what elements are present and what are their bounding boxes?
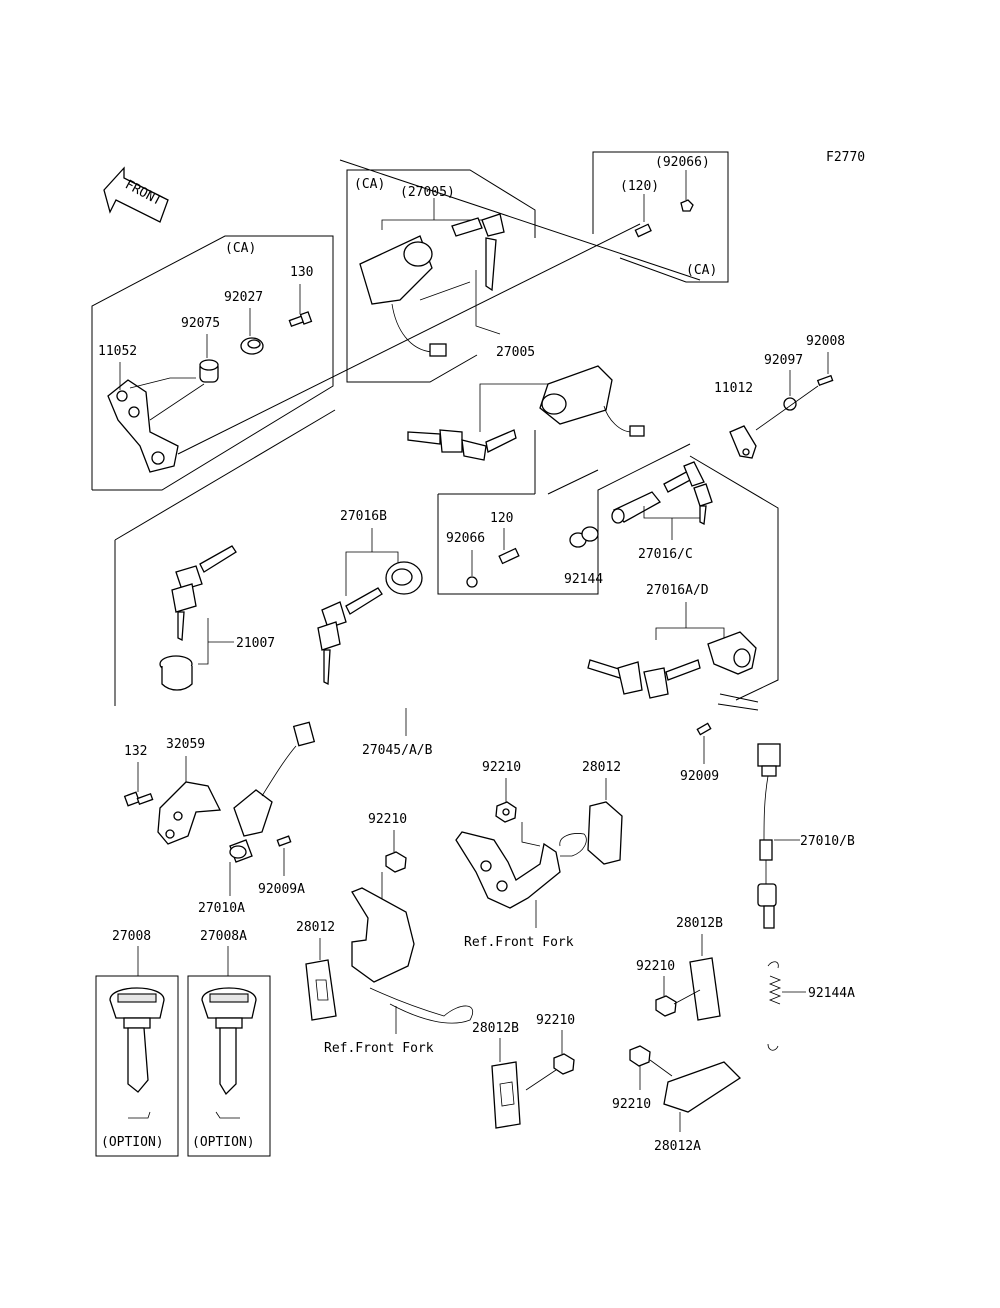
key-pair-seat-icon [407,429,517,461]
nut-92210-b-icon [385,851,407,873]
spring-92144-icon [569,526,599,548]
label-27016ad: 27016A/D [646,583,709,598]
label-11012: 11012 [714,381,753,396]
oring-92066-icon [466,576,478,588]
nut-92210-d-icon [553,1053,575,1075]
ca-box-right [339,151,729,283]
label-28012-b: 28012 [296,920,335,935]
spring-92144a-icon [767,961,782,1051]
lock-cylinder-21007-icon [159,655,193,691]
seat-lock-27005-icon [539,365,645,437]
grommet-92027-icon [240,337,264,355]
fork-bracket-upper-icon [455,831,587,909]
washer-92097-icon [783,397,797,411]
key-profile-marks-icon [128,1111,240,1119]
screw-120-lower-icon [498,547,520,565]
label-92075: 92075 [181,316,220,331]
reflector-28012a-icon [663,1061,742,1113]
bolt-130-icon [288,311,313,328]
nut-92210-e-icon [629,1045,651,1067]
label-92009: 92009 [680,769,719,784]
lock-27016ad-icon [707,631,757,675]
label-92097: 92097 [764,353,803,368]
key-pair-27016ad-icon [587,659,701,699]
option-box-27008 [95,975,271,1157]
label-ca-center: (CA) [354,177,385,192]
label-92144a: 92144A [808,986,855,1001]
ca-box-center [346,169,536,383]
ignition-switch-ca-icon [359,235,447,357]
label-28012-a: 28012 [582,760,621,775]
nut-92066-icon [680,199,694,212]
reflector-28012b-2-icon [491,1061,521,1129]
label-132: 132 [124,744,147,759]
label-92210-a: 92210 [482,760,521,775]
screw-92008-icon [816,374,834,387]
lock-cylinder-27016b-icon [385,561,423,595]
screw-92009-icon [696,722,712,736]
label-92210-c: 92210 [636,959,675,974]
plate-11012-icon [729,425,757,459]
figure-code: F2770 [826,150,865,165]
label-27010a: 27010A [198,901,245,916]
switch-27010a-icon [229,721,316,863]
reflector-28012b-1-icon [689,957,721,1021]
label-27045: 27045/A/B [362,743,433,758]
key-pair-21007-icon [171,545,237,642]
label-27008: 27008 [112,929,151,944]
bracket-32059-icon [157,781,222,845]
bolt-132-icon [123,791,154,807]
reflector-28012-a-icon [587,801,623,865]
label-option-2: (OPTION) [192,1135,255,1150]
switch-27010b-icon [757,743,781,929]
nut-92210-c-icon [655,995,677,1017]
key-pair-27016c-icon [663,461,713,525]
ref-front-fork-upper: Ref.Front Fork [464,935,574,950]
key-27008a-icon [201,987,257,1096]
label-27008a: 27008A [200,929,247,944]
label-28012a: 28012A [654,1139,701,1154]
label-28012b-1: 28012B [676,916,723,931]
label-92009a: 92009A [258,882,305,897]
ref-front-fork-lower: Ref.Front Fork [324,1041,434,1056]
label-92144: 92144 [564,572,603,587]
label-option-1: (OPTION) [101,1135,164,1150]
label-27016c: 27016/C [638,547,693,562]
label-21007: 21007 [236,636,275,651]
key-pair-27016b-icon [317,587,383,686]
label-92210-e: 92210 [612,1097,651,1112]
label-120: 120 [490,511,513,526]
ca-box-left [91,235,334,491]
label-92066-bracketed: (92066) [655,155,710,170]
label-92210-b: 92210 [368,812,407,827]
label-28012b-2: 28012B [472,1021,519,1036]
label-27016b: 27016B [340,509,387,524]
label-92008: 92008 [806,334,845,349]
label-92066: 92066 [446,531,485,546]
lock-cylinder-27016c-icon [611,491,661,524]
screw-120-icon [634,223,652,238]
key-27008-icon [109,987,165,1093]
cap-92075-icon [199,359,219,383]
screw-92009a-icon [276,835,292,847]
label-ca-right: (CA) [686,263,717,278]
label-120-bracketed: (120) [620,179,659,194]
label-130: 130 [290,265,313,280]
bracket-11052-icon [107,379,179,473]
label-27005-bracketed: (27005) [400,185,455,200]
nut-92210-a-icon [495,801,517,823]
label-27010b: 27010/B [800,834,855,849]
key-pair-ca-icon [451,213,505,292]
front-arrow-icon: FRONT [103,166,169,223]
label-11052: 11052 [98,344,137,359]
label-92027: 92027 [224,290,263,305]
label-92210-d: 92210 [536,1013,575,1028]
label-ca-left: (CA) [225,241,256,256]
label-27005: 27005 [496,345,535,360]
label-32059: 32059 [166,737,205,752]
fork-bracket-lower-icon [351,887,473,1024]
reflector-28012-b-icon [305,959,337,1021]
